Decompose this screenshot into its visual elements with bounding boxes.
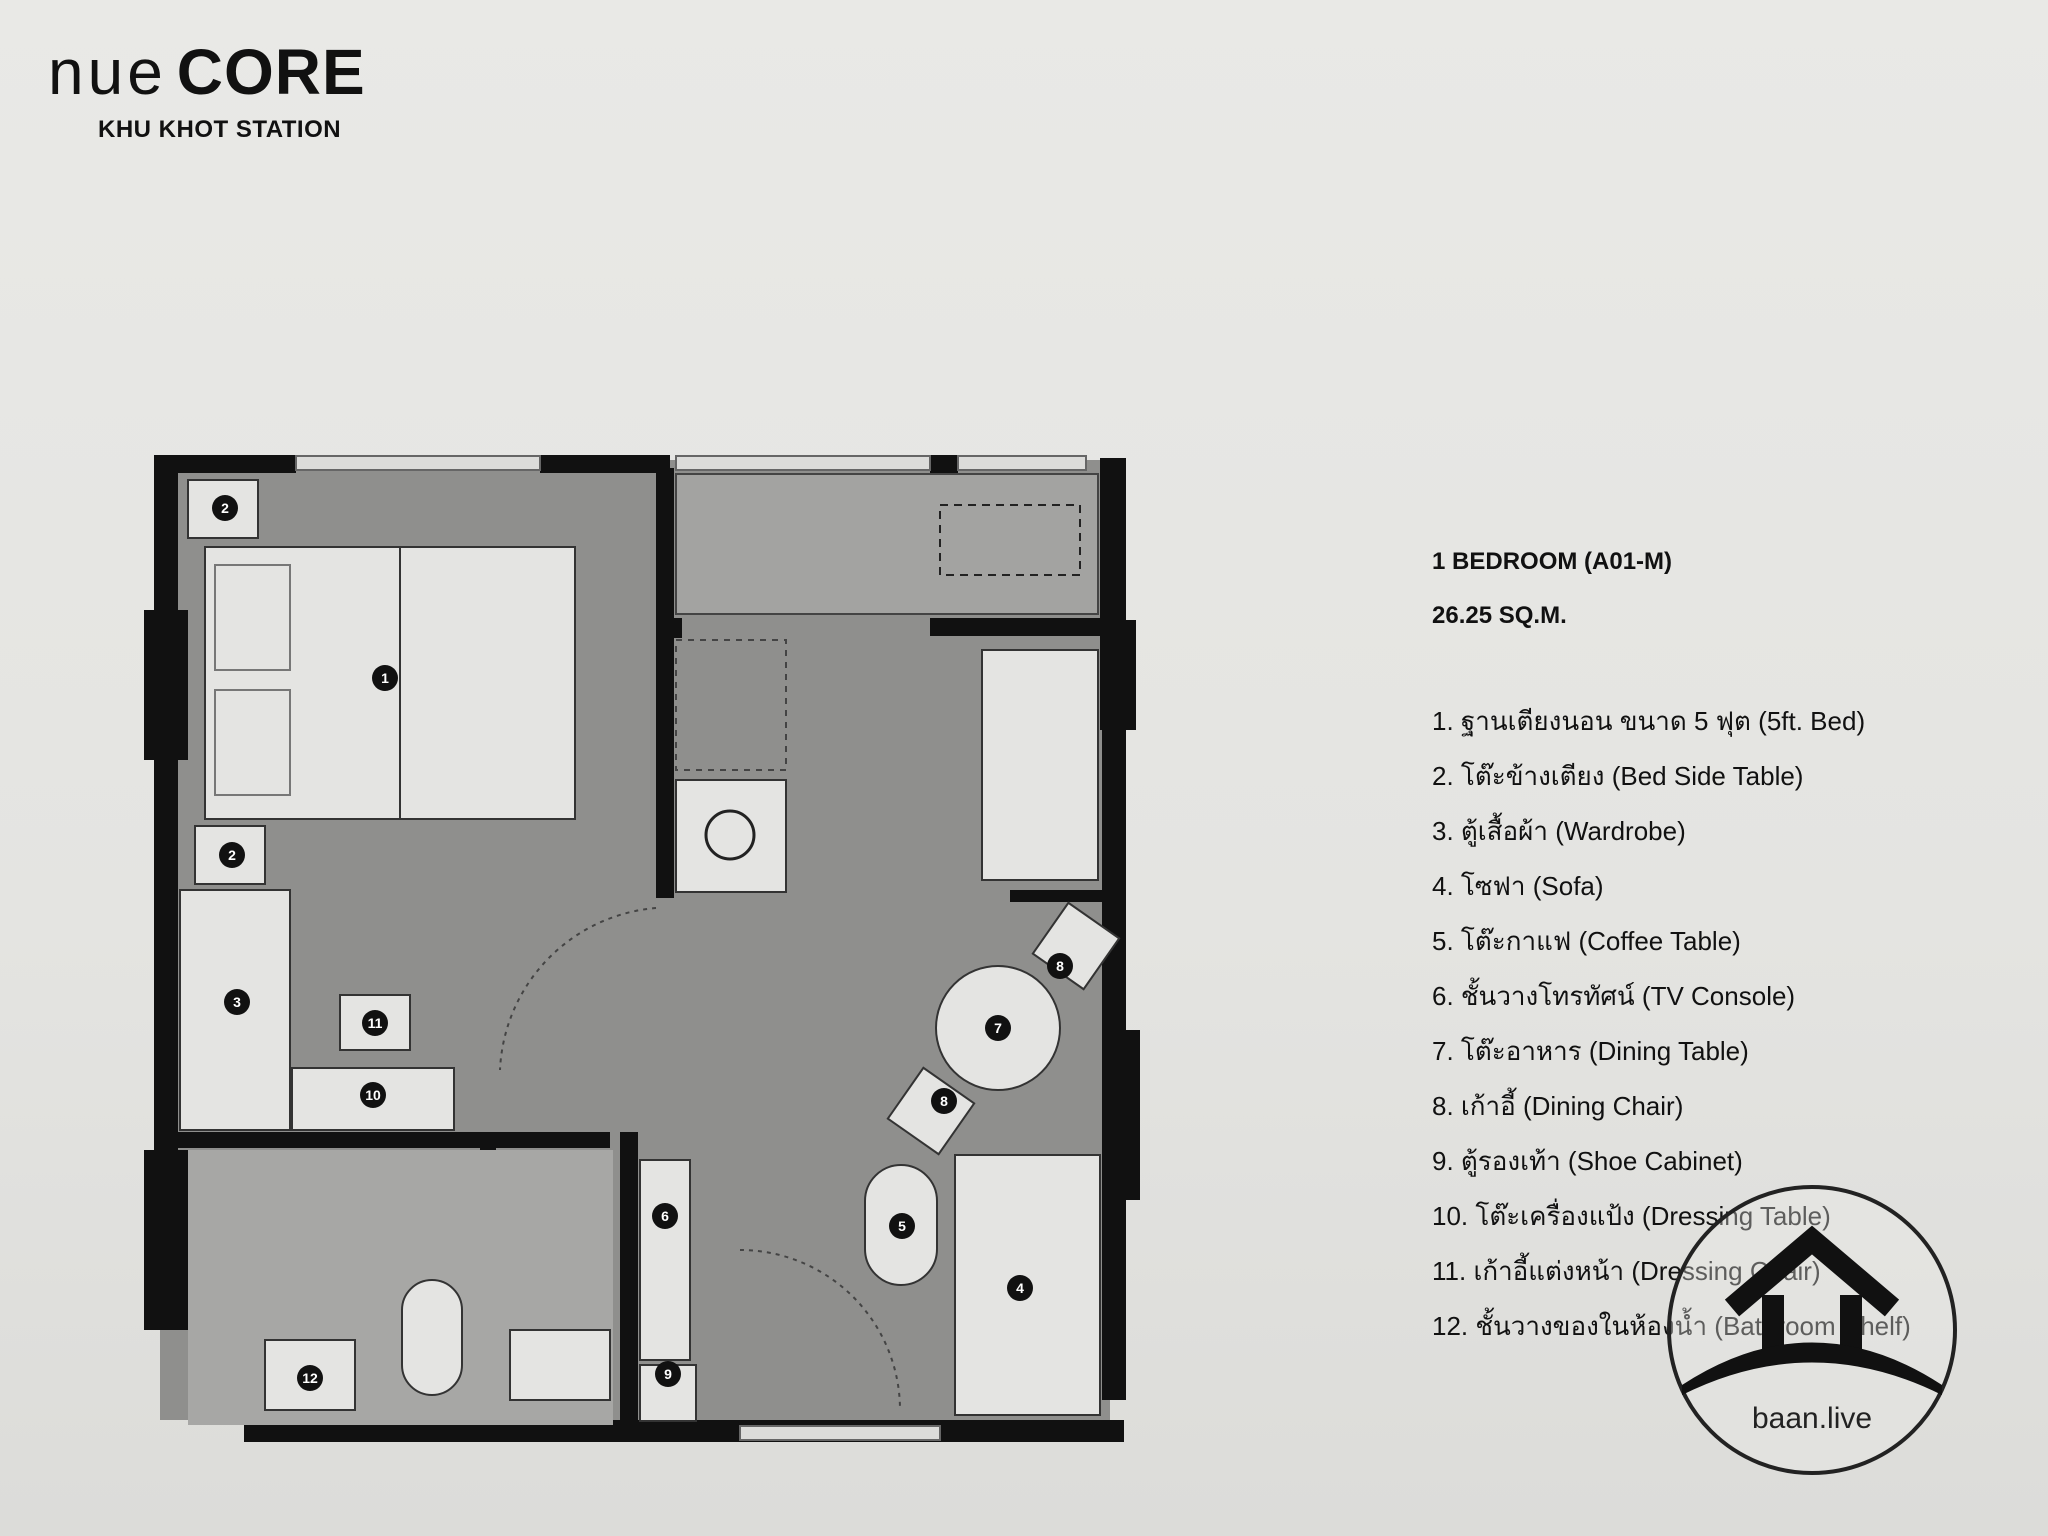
marker-4	[1007, 1275, 1033, 1301]
legend-item: 7. โต๊ะอาหาร (Dining Table)	[1432, 1036, 1749, 1066]
brand-logo-light: nue	[48, 36, 167, 108]
tv-console	[639, 1159, 691, 1361]
marker-2a	[212, 495, 238, 521]
pillow-1	[214, 564, 291, 671]
furniture-legend: 1. ฐานเตียงนอน ขนาด 5 ฟุต (5ft. Bed) 2. …	[1432, 694, 1992, 1354]
marker-label-10: 10	[365, 1087, 381, 1103]
marker-8a	[1047, 953, 1073, 979]
plan-markers	[212, 495, 1073, 1391]
legend-item: 8. เก้าอี้ (Dining Chair)	[1432, 1091, 1684, 1121]
brand-subtitle: KHU KHOT STATION	[98, 116, 342, 143]
windows	[295, 455, 1087, 1441]
marker-label-7: 7	[994, 1020, 1002, 1036]
legend-item: 10. โต๊ะเครื่องแป้ง (Dressing Table)	[1432, 1201, 1831, 1231]
kitchen-sink	[939, 504, 1081, 576]
marker-2b	[219, 842, 245, 868]
unit-info: 1 BEDROOM (A01-M) 26.25 SQ.M. 1. ฐานเตีย…	[1432, 548, 1992, 1354]
marker-label-9: 9	[664, 1366, 672, 1382]
marker-5	[889, 1213, 915, 1239]
watermark: baan.live	[1662, 1180, 1962, 1480]
marker-label-11: 11	[368, 1015, 383, 1031]
marker-label-8b: 8	[940, 1093, 948, 1109]
marker-label-2a: 2	[221, 500, 229, 516]
marker-7	[985, 1015, 1011, 1041]
dining-chair-2	[886, 1066, 976, 1156]
legend-item: 3. ตู้เสื้อผ้า (Wardrobe)	[1432, 816, 1686, 846]
legend-item: 4. โซฟา (Sofa)	[1432, 871, 1604, 901]
watermark-house-icon	[1667, 1185, 1957, 1475]
kitchen-counter	[675, 473, 1099, 615]
marker-1	[372, 665, 398, 691]
basin	[509, 1329, 611, 1401]
marker-label-3: 3	[233, 994, 241, 1010]
floor-plan: 1 2 2 3 4 5 6 7 8 8 9 10 11 12	[144, 455, 1140, 1442]
legend-item: 1. ฐานเตียงนอน ขนาด 5 ฟุต (5ft. Bed)	[1432, 706, 1866, 736]
cabinet-entry	[675, 639, 787, 771]
marker-10	[360, 1082, 386, 1108]
marker-label-8a: 8	[1056, 958, 1064, 974]
legend-item: 2. โต๊ะข้างเตียง (Bed Side Table)	[1432, 761, 1804, 791]
marker-label-12: 12	[302, 1370, 318, 1386]
marker-label-2b: 2	[228, 847, 236, 863]
marker-label-6: 6	[661, 1208, 669, 1224]
walls	[144, 455, 1140, 1442]
pillow-2	[214, 689, 291, 796]
washer-drum-icon	[704, 809, 756, 861]
marker-label-4: 4	[1016, 1280, 1024, 1296]
legend-item: 5. โต๊ะกาแฟ (Coffee Table)	[1432, 926, 1741, 956]
watermark-text: baan.live	[1751, 1402, 1873, 1435]
marker-9	[655, 1361, 681, 1387]
marker-12	[297, 1365, 323, 1391]
marker-label-1: 1	[381, 670, 389, 686]
marker-6	[652, 1203, 678, 1229]
marker-label-5: 5	[898, 1218, 906, 1234]
marker-3	[224, 989, 250, 1015]
entry-door-swing	[739, 1249, 901, 1411]
plan-marker-labels: 1 2 2 3 4 5 6 7 8 8 9 10 11 12	[221, 500, 1064, 1386]
unit-title: 1 BEDROOM (A01-M)	[1432, 548, 1673, 575]
brand-logo-bold: CORE	[176, 36, 366, 108]
unit-area: 26.25 SQ.M.	[1432, 602, 1567, 629]
marker-8b	[931, 1088, 957, 1114]
toilet	[401, 1279, 463, 1396]
fridge	[981, 649, 1099, 881]
marker-11	[362, 1010, 388, 1036]
washer	[675, 779, 787, 893]
legend-item: 9. ตู้รองเท้า (Shoe Cabinet)	[1432, 1146, 1743, 1176]
legend-item: 6. ชั้นวางโทรทัศน์ (TV Console)	[1432, 981, 1796, 1011]
